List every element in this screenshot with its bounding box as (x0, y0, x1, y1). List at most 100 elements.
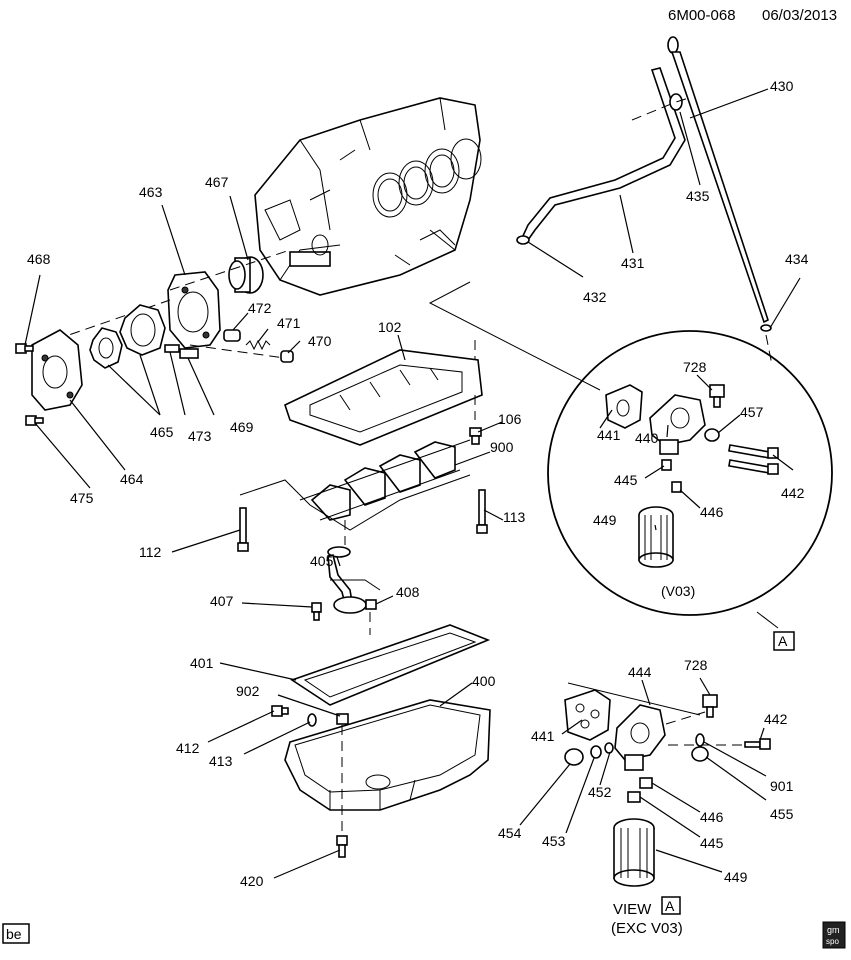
callout-445-detail: 445 (614, 472, 638, 488)
callout-470: 470 (308, 333, 332, 349)
be-badge-text: be (6, 926, 22, 942)
view-gasket (564, 689, 611, 741)
callout-900: 900 (490, 439, 514, 455)
callout-407: 407 (210, 593, 234, 609)
detail-fitting (661, 459, 672, 471)
view-marker: A (665, 898, 675, 914)
callout-901: 901 (770, 778, 794, 794)
callout-454: 454 (498, 825, 522, 841)
detail-sensor (709, 384, 725, 408)
detail-view-circle (547, 330, 833, 616)
relief-valve-plug (280, 350, 294, 363)
detail-seal (704, 428, 720, 442)
svg-text:gm: gm (827, 925, 840, 935)
view-oil-filter (613, 818, 655, 887)
dipstick-grommet (669, 93, 683, 111)
callout-408: 408 (396, 584, 420, 600)
pan-bolt (336, 835, 348, 858)
callout-435: 435 (686, 188, 710, 204)
callout-442-detail: 442 (781, 485, 805, 501)
callout-728-view: 728 (684, 657, 708, 673)
callout-420: 420 (240, 873, 264, 889)
view-o-ring (604, 742, 614, 754)
view-clip (695, 733, 705, 747)
callout-465: 465 (150, 424, 174, 440)
callout-468: 468 (27, 251, 51, 267)
callout-902: 902 (236, 683, 260, 699)
view-fitting (691, 746, 709, 762)
view-oil-filter-adapter (614, 704, 666, 771)
callout-405: 405 (310, 553, 334, 569)
callout-442-view: 442 (764, 711, 788, 727)
callout-449-detail: 449 (593, 512, 617, 528)
callout-457: 457 (740, 404, 764, 420)
detail-oil-filter (638, 506, 674, 568)
oil-pan-gasket (290, 624, 491, 706)
pump-pin-large (179, 348, 199, 359)
drain-washer (307, 713, 317, 727)
view-seal-ring (590, 745, 602, 759)
callout-102: 102 (378, 319, 402, 335)
view-bolt (744, 738, 771, 750)
view-sensor (702, 694, 718, 718)
callout-labels: 430 435 431 432 434 463 467 468 472 471 … (27, 78, 809, 889)
cover-bolt-upper (15, 343, 34, 354)
callout-401: 401 (190, 655, 214, 671)
svg-text:spo: spo (826, 937, 839, 946)
pan-drain-bolt (271, 705, 289, 717)
pickup-bolt (311, 602, 322, 621)
relief-valve-spring (245, 339, 271, 351)
pump-inner-gear (89, 327, 123, 369)
view-title: VIEW (613, 901, 652, 918)
callout-112: 112 (139, 544, 162, 560)
long-bolt-right (476, 489, 488, 534)
view-plug (564, 748, 584, 766)
detail-marker-box (773, 631, 795, 651)
callout-440: 440 (635, 430, 659, 446)
diagram-code: 6M00-068 (668, 7, 736, 24)
pan-plug (336, 713, 349, 725)
callout-472: 472 (248, 300, 272, 316)
callout-445-view: 445 (700, 835, 724, 851)
pump-pin-small (164, 344, 180, 353)
detail-variant-label: (V03) (661, 583, 695, 599)
callout-113: 113 (503, 509, 526, 525)
pump-outer-gear (119, 304, 166, 356)
block-stiffener-plate (284, 349, 483, 446)
callout-452: 452 (588, 784, 612, 800)
dipstick-tube (520, 67, 686, 241)
dipstick (667, 36, 772, 332)
callout-412: 412 (176, 740, 200, 756)
callout-463: 463 (139, 184, 163, 200)
diagram-date: 06/03/2013 (762, 7, 837, 24)
detail-oil-filter-adapter (649, 394, 706, 455)
cover-bolt-lower (25, 415, 44, 426)
view-filter-fitting (627, 791, 641, 803)
detail-long-bolt-lower (728, 459, 779, 475)
callout-449-view: 449 (724, 869, 748, 885)
long-bolt-left (237, 507, 249, 552)
detail-gasket (605, 384, 643, 429)
callout-469: 469 (230, 419, 254, 435)
pickup-nut (365, 599, 377, 610)
callout-413: 413 (209, 753, 233, 769)
relief-valve-plunger (223, 329, 241, 342)
tube-seal (516, 235, 530, 245)
callout-473: 473 (188, 428, 212, 444)
oil-pump-housing (167, 271, 221, 349)
leader-lines (24, 88, 801, 879)
callout-453: 453 (542, 833, 566, 849)
callout-446-view: 446 (700, 809, 724, 825)
callout-106: 106 (498, 411, 522, 427)
callout-430: 430 (770, 78, 794, 94)
callout-431: 431 (621, 255, 645, 271)
callout-455: 455 (770, 806, 794, 822)
detail-marker: A (778, 633, 788, 649)
view-note: (EXC V03) (611, 920, 683, 937)
gm-spo-logo: gm spo (822, 921, 846, 949)
bearing-cap-assembly (299, 439, 471, 521)
callout-728-detail: 728 (683, 359, 707, 375)
callout-471: 471 (277, 315, 301, 331)
